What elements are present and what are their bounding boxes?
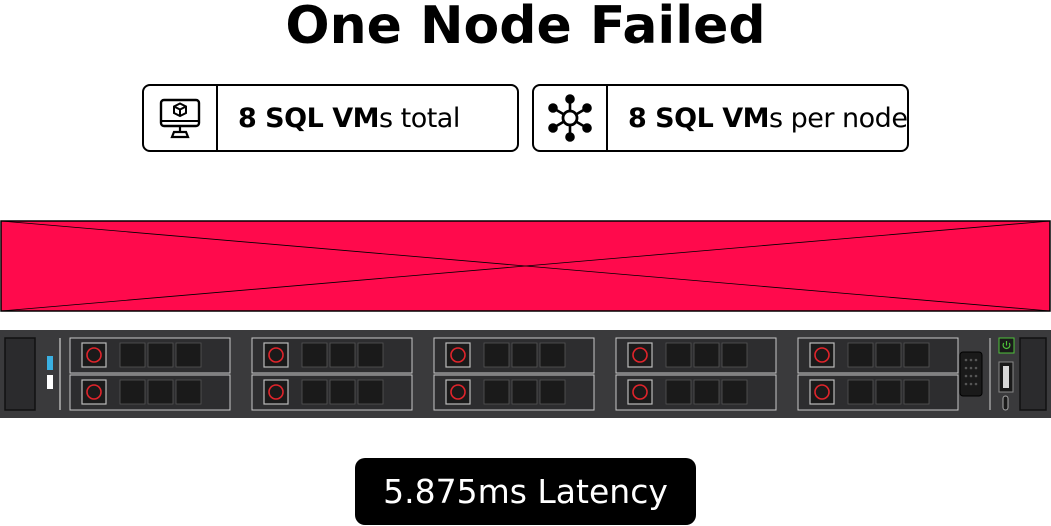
failed-node-cross	[0, 220, 1051, 312]
drive-bay	[251, 374, 413, 411]
server-right-ear	[1019, 337, 1047, 411]
drive-led	[86, 384, 102, 400]
drive-bay	[433, 337, 595, 374]
usb-c-port	[1002, 395, 1009, 411]
latency-badge: 5.875ms Latency	[355, 458, 696, 525]
drive-bay	[797, 374, 959, 411]
info-box-icon-cell	[534, 86, 608, 150]
vga-port	[959, 351, 983, 397]
info-box-rest-text: s total	[378, 102, 460, 134]
info-box-bold-text: 8 SQL VM	[238, 102, 379, 134]
drive-bay	[615, 374, 777, 411]
power-icon	[1002, 341, 1011, 350]
failed-node	[0, 220, 1051, 312]
info-box-bold-text: 8 SQL VM	[628, 102, 769, 134]
server-node	[0, 330, 1051, 418]
info-box-rest-text: s per node	[768, 102, 908, 134]
drive-led	[814, 384, 830, 400]
hub-network-icon	[548, 94, 592, 142]
page-title: One Node Failed	[285, 0, 766, 56]
info-box-icon-cell	[144, 86, 218, 150]
status-led-white	[47, 375, 53, 389]
drive-led	[632, 384, 648, 400]
drive-led	[268, 347, 284, 363]
monitor-cube-icon	[159, 98, 201, 139]
status-led-blue	[47, 356, 53, 370]
drive-led	[86, 347, 102, 363]
drive-bay	[69, 337, 231, 374]
drive-led	[450, 347, 466, 363]
drive-bay	[433, 374, 595, 411]
drive-led	[268, 384, 284, 400]
server-left-ear	[4, 337, 36, 411]
drive-bay	[69, 374, 231, 411]
drive-led	[632, 347, 648, 363]
drive-bay	[615, 337, 777, 374]
drive-bay	[251, 337, 413, 374]
drive-led	[450, 384, 466, 400]
drive-bay	[797, 337, 959, 374]
drive-led	[814, 347, 830, 363]
